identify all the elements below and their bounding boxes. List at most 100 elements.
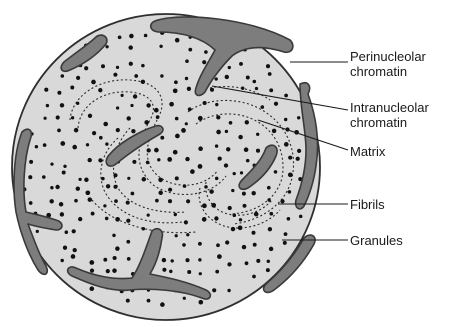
granule-dot — [280, 199, 284, 203]
granule-dot — [171, 259, 174, 262]
granule-dot — [253, 80, 257, 84]
granule-dot — [203, 101, 207, 105]
granule-dot — [157, 158, 160, 161]
granule-dot — [212, 288, 216, 292]
granule-dot — [175, 38, 180, 43]
granule-dot — [227, 262, 231, 266]
granule-dot — [228, 66, 231, 69]
granule-dot — [126, 219, 130, 223]
granule-dot — [231, 227, 235, 231]
granule-dot — [174, 80, 178, 84]
granule-dot — [274, 102, 278, 106]
granule-dot — [113, 173, 117, 177]
granule-dot — [218, 156, 222, 160]
granule-dot — [245, 261, 249, 265]
label-fibrils: Fibrils — [350, 197, 385, 212]
granule-dot — [202, 217, 207, 222]
granule-dot — [216, 115, 220, 119]
granule-dot — [243, 204, 247, 208]
granule-dot — [199, 300, 204, 305]
granule-dot — [90, 269, 94, 273]
granule-dot — [86, 143, 89, 146]
granule-dot — [297, 116, 300, 119]
granule-dot — [184, 220, 188, 224]
granule-dot — [88, 114, 92, 118]
granule-dot — [88, 197, 93, 202]
granule-dot — [158, 178, 163, 183]
granule-dot — [142, 227, 146, 231]
granule-dot — [297, 149, 301, 153]
granule-dot — [214, 216, 218, 220]
granule-dot — [283, 241, 287, 245]
granule-dot — [284, 94, 288, 98]
granule-dot — [244, 147, 249, 152]
granule-dot — [186, 199, 190, 203]
granule-dot — [62, 171, 66, 175]
granule-dot — [121, 94, 124, 97]
granule-dot — [198, 164, 203, 169]
granule-dot — [113, 73, 117, 77]
granule-dot — [92, 131, 96, 135]
granule-dot — [84, 66, 88, 70]
granule-dot — [225, 130, 228, 133]
granule-dot — [168, 188, 172, 192]
granule-dot — [252, 231, 256, 235]
granule-dot — [131, 129, 135, 133]
granule-dot — [42, 175, 46, 179]
granule-dot — [246, 76, 250, 80]
granule-dot — [284, 232, 288, 236]
granule-dot — [288, 172, 293, 177]
granule-dot — [60, 103, 64, 107]
granule-dot — [245, 120, 249, 124]
label-intranucleolar-line1: Intranucleolar — [350, 100, 429, 115]
granule-dot — [185, 77, 188, 80]
granule-dot — [175, 176, 179, 180]
granule-dot — [156, 115, 160, 119]
granule-dot — [238, 135, 242, 139]
granule-dot — [188, 48, 192, 52]
granule-dot — [299, 215, 303, 219]
granule-dot — [126, 116, 130, 120]
granule-dot — [112, 268, 117, 273]
granule-dot — [238, 225, 243, 230]
granule-dot — [141, 64, 145, 68]
granule-dot — [269, 212, 273, 216]
label-perinucleolar-line2: chromatin — [350, 64, 407, 79]
granule-dot — [116, 66, 119, 69]
granule-dot — [225, 240, 229, 244]
granule-dot — [215, 103, 218, 106]
granule-dot — [284, 142, 289, 147]
granule-dot — [267, 186, 271, 190]
granule-dot — [74, 199, 78, 203]
granule-dot — [188, 107, 192, 111]
granule-dot — [226, 147, 230, 151]
granule-dot — [103, 204, 106, 207]
granule-dot — [225, 75, 229, 79]
granule-dot — [233, 172, 236, 175]
granule-dot — [98, 88, 102, 92]
granule-dot — [78, 178, 81, 181]
granule-dot — [57, 129, 61, 133]
granule-dot — [288, 156, 292, 160]
granule-dot — [268, 72, 272, 76]
granule-dot — [147, 148, 151, 152]
granule-dot — [113, 256, 117, 260]
granule-dot — [61, 74, 65, 78]
granule-dot — [126, 299, 130, 303]
granule-dot — [169, 270, 172, 273]
granule-dot — [256, 259, 260, 263]
granule-dot — [216, 243, 220, 247]
granule-dot — [105, 142, 108, 145]
granule-dot — [242, 192, 246, 196]
granule-dot — [101, 64, 105, 68]
granule-dot — [160, 74, 163, 77]
granule-dot — [175, 117, 179, 121]
granule-dot — [154, 148, 159, 153]
granule-dot — [204, 185, 208, 189]
granule-dot — [113, 185, 117, 189]
granule-dot — [56, 115, 60, 119]
granule-dot — [268, 227, 272, 231]
granule-dot — [269, 88, 273, 92]
granule-dot — [175, 134, 180, 139]
granule-dot — [36, 230, 39, 233]
